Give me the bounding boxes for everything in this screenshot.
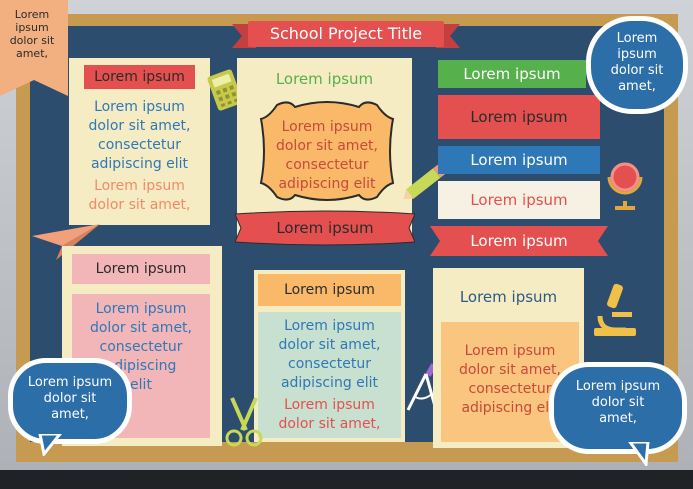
card-5-line: Lorem ipsum <box>464 343 556 359</box>
card-3-line: elit <box>130 377 152 393</box>
card-4-line: consectetur <box>288 356 371 372</box>
bubble-line: amet, <box>599 411 637 426</box>
card-2-frame-line: consectetur <box>285 157 369 173</box>
card-5-line: dolor sit amet, <box>458 362 561 378</box>
bubble-line: Lorem ipsum <box>27 375 113 390</box>
corner-note-line: dolor sit <box>9 34 55 47</box>
stack-ribbon-label: Lorem ipsum <box>470 232 568 250</box>
card-5: Lorem ipsum Lorem ipsum dolor sit amet, … <box>433 268 584 448</box>
card-4-line: adipiscing elit <box>280 375 379 391</box>
card-2-frame-line: Lorem ipsum <box>281 119 373 135</box>
page-title: School Project Title <box>248 21 444 47</box>
card-4-line: dolor sit amet, <box>278 416 381 432</box>
speech-bubble-bottom-right: Lorem ipsum dolor sit amet, <box>549 362 687 454</box>
card-4-heading: Lorem ipsum <box>258 274 401 306</box>
card-4: Lorem ipsum Lorem ipsum dolor sit amet, … <box>254 270 405 442</box>
bubble-line: dolor sit <box>591 395 645 410</box>
card-1-line: adipiscing elit <box>90 156 189 172</box>
stack-item: Lorem ipsum <box>438 60 586 88</box>
card-3-line: Lorem ipsum <box>95 301 187 317</box>
card-1-heading: Lorem ipsum <box>84 65 195 89</box>
card-3-line: adipiscing <box>105 358 177 374</box>
corner-note-line: ipsum <box>15 21 49 34</box>
card-2-frame-shape <box>259 101 395 201</box>
card-4-line: dolor sit amet, <box>278 337 381 353</box>
bubble-line: Lorem <box>616 31 658 46</box>
bottom-bar <box>0 470 693 489</box>
bubble-line: Lorem ipsum <box>575 379 661 394</box>
bubble-line: ipsum <box>617 47 657 62</box>
card-1-line: Lorem ipsum <box>94 99 185 115</box>
bubble-line: dolor sit <box>43 391 97 406</box>
stack-item: Lorem ipsum <box>438 95 600 139</box>
card-1-line: dolor sit amet, <box>88 118 191 134</box>
stack-ribbon-shape <box>430 226 608 256</box>
bubble-line: amet, <box>51 407 89 422</box>
card-5-line: adipiscing elit <box>461 400 559 416</box>
card-3-heading: Lorem ipsum <box>72 254 210 284</box>
card-3-line: consectetur <box>99 339 183 355</box>
corner-note: Lorem ipsum dolor sit amet, <box>0 0 68 96</box>
stack-item: Lorem ipsum <box>438 181 600 219</box>
card-5-heading: Lorem ipsum <box>459 288 558 306</box>
speech-bubble-bottom-left: Lorem ipsum dolor sit amet, <box>8 358 132 444</box>
card-4-line: Lorem ipsum <box>284 318 375 334</box>
bubble-line: amet, <box>618 79 656 94</box>
bubble-tail <box>628 442 650 466</box>
scissors-icon <box>225 397 263 447</box>
card-2-frame-line: adipiscing elit <box>278 176 376 192</box>
card-2-ribbon-label: Lorem ipsum <box>276 219 374 237</box>
microscope-icon <box>594 283 636 336</box>
globe-icon <box>607 162 643 210</box>
bubble-tail <box>38 434 62 456</box>
card-1-line: consectetur <box>98 137 181 153</box>
card-1-line: Lorem ipsum <box>94 178 185 194</box>
card-1-line: dolor sit amet, <box>88 197 191 213</box>
card-2-ribbon-shape <box>235 210 415 246</box>
bubble-line: dolor sit <box>610 63 664 78</box>
card-4-line: Lorem ipsum <box>284 397 375 413</box>
corner-note-line: Lorem <box>14 8 50 21</box>
card-2-heading: Lorem ipsum <box>275 70 374 88</box>
speech-bubble-top-right: Lorem ipsum dolor sit amet, <box>586 16 688 114</box>
card-5-line: consectetur <box>468 381 552 397</box>
stack-item: Lorem ipsum <box>438 146 600 174</box>
corner-note-line: amet, <box>15 47 49 60</box>
card-1: Lorem ipsum Lorem ipsum dolor sit amet, … <box>69 58 210 225</box>
card-3-line: dolor sit amet, <box>89 320 192 336</box>
card-2-frame-line: dolor sit amet, <box>275 138 378 154</box>
calculator-icon <box>207 69 243 111</box>
